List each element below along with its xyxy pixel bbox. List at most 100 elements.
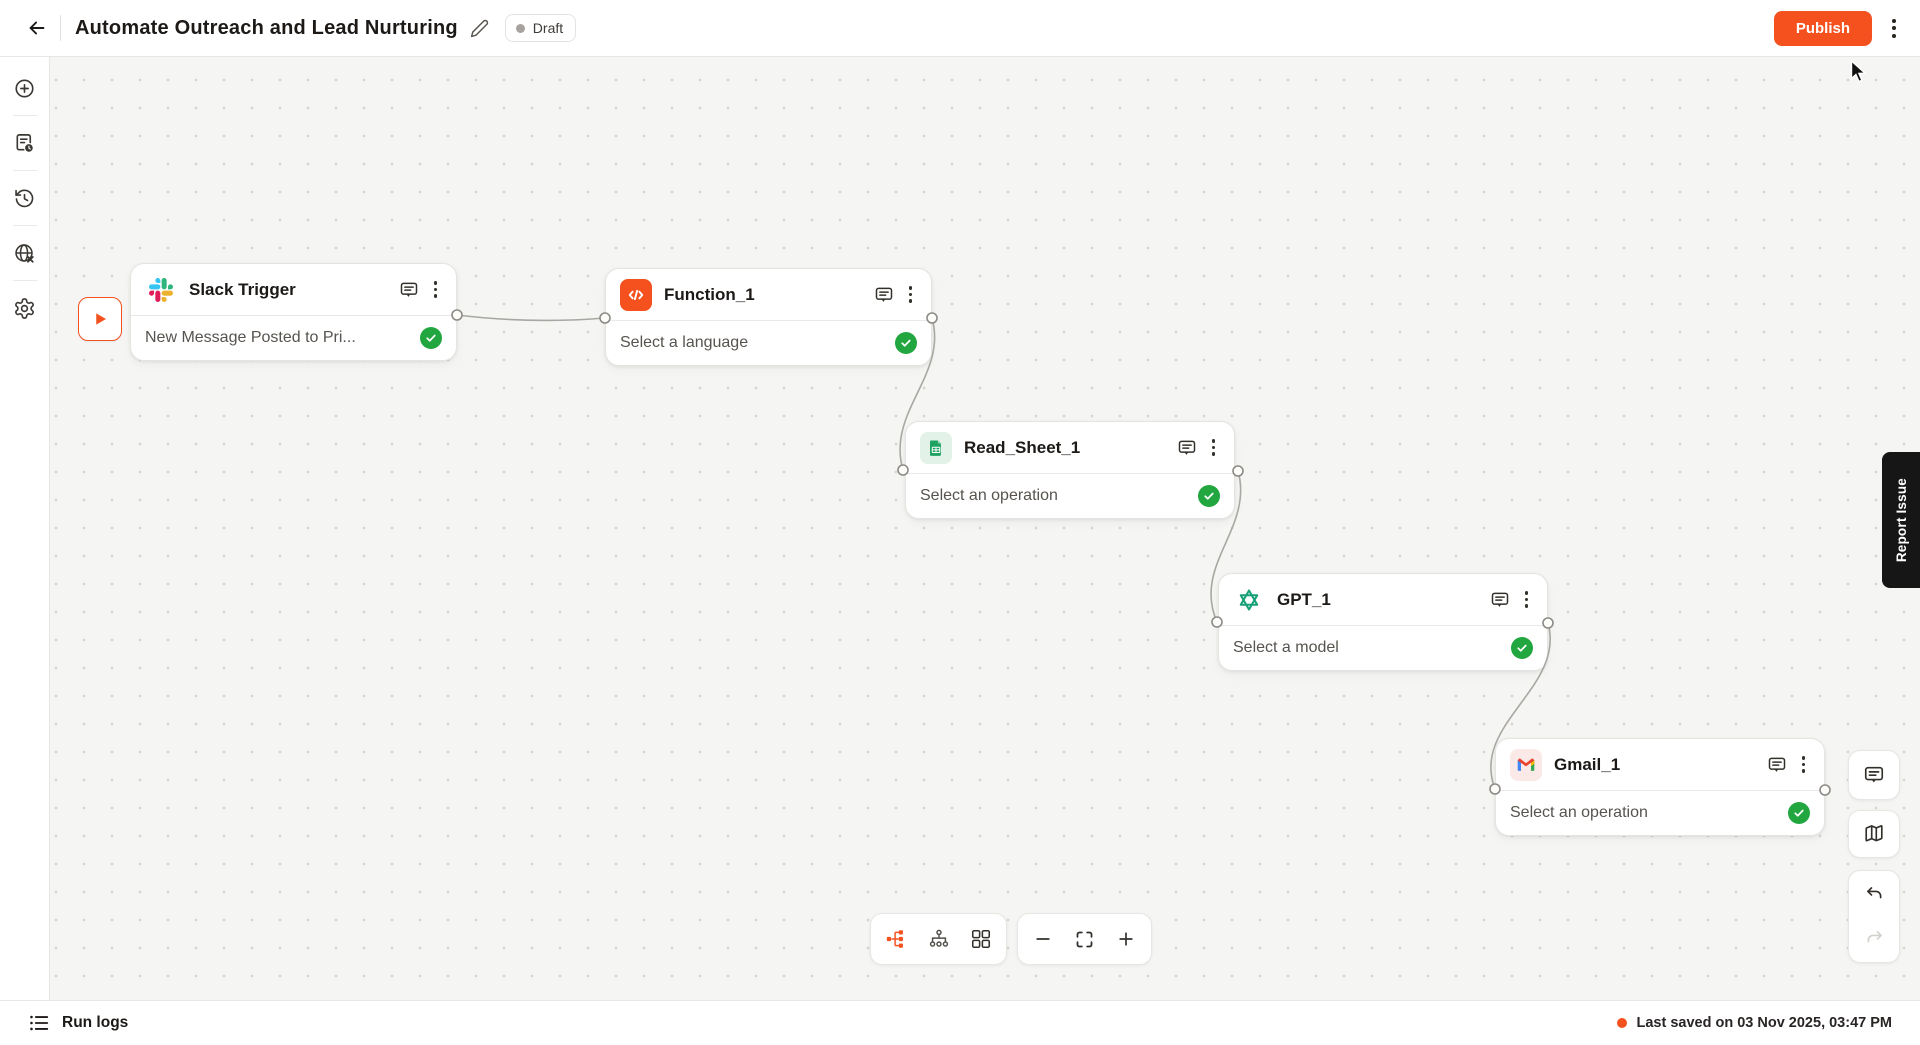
minimap-button[interactable] (1848, 810, 1900, 858)
node-gpt-1[interactable]: GPT_1 Select a model (1218, 573, 1548, 671)
node-slack-trigger[interactable]: Slack Trigger New Message Posted to Pri.… (130, 263, 457, 361)
divider (12, 280, 37, 281)
node-menu-button[interactable] (1520, 588, 1534, 611)
node-menu-button[interactable] (904, 283, 918, 306)
node-subtitle: Select an operation (920, 487, 1058, 504)
version-history-button[interactable] (5, 178, 45, 218)
comment-icon (1864, 766, 1884, 783)
bottom-bar: Run logs Last saved on 03 Nov 2025, 03:4… (0, 1000, 1920, 1045)
layout-tree-horizontal-button[interactable] (879, 922, 913, 956)
divider (12, 115, 37, 116)
webhook-button[interactable] (5, 233, 45, 273)
node-gmail-1[interactable]: Gmail_1 Select an operation (1495, 738, 1825, 836)
divider (12, 225, 37, 226)
code-function-icon (620, 278, 652, 311)
node-function-1[interactable]: Function_1 Select a language (605, 268, 932, 366)
list-icon (30, 1015, 49, 1031)
layout-grid-icon (971, 929, 990, 949)
node-menu-button[interactable] (429, 278, 443, 301)
publish-button[interactable]: Publish (1773, 10, 1872, 46)
pencil-icon (470, 19, 488, 37)
report-issue-button[interactable]: Report Issue (1882, 452, 1920, 588)
divider (906, 473, 1234, 474)
comment-button[interactable] (399, 280, 419, 300)
node-subtitle: New Message Posted to Pri... (145, 329, 356, 346)
scheduled-runs-button[interactable] (5, 123, 45, 163)
node-read-sheet-1[interactable]: Read_Sheet_1 Select an operation (905, 421, 1235, 519)
kebab-icon (1892, 18, 1896, 23)
node-title: Function_1 (664, 284, 755, 304)
comment-icon (400, 282, 417, 297)
divider (60, 15, 61, 41)
back-button[interactable] (20, 11, 54, 45)
layout-tree-vertical-icon (929, 929, 948, 947)
comment-icon (1491, 592, 1508, 607)
check-circle-icon (1511, 637, 1533, 659)
minus-icon (1036, 938, 1050, 940)
node-subtitle: Select a language (620, 334, 749, 351)
slack-icon (145, 274, 177, 306)
more-options-button[interactable] (1888, 15, 1900, 42)
document-clock-icon (16, 133, 34, 153)
comment-icon (875, 287, 892, 302)
run-workflow-button[interactable] (78, 297, 122, 341)
node-title: GPT_1 (1277, 589, 1331, 609)
node-menu-button[interactable] (1797, 753, 1811, 776)
left-toolbar (0, 57, 50, 1000)
edit-title-button[interactable] (470, 19, 489, 38)
zoom-in-button[interactable] (1109, 922, 1143, 956)
openai-icon (1233, 584, 1265, 616)
page-title: Automate Outreach and Lead Nurturing (75, 16, 458, 39)
history-icon (15, 189, 34, 207)
gmail-icon (1510, 748, 1542, 781)
unsaved-dot-icon (1616, 1018, 1627, 1028)
comment-button[interactable] (1177, 438, 1197, 458)
last-saved-status: Last saved on 03 Nov 2025, 03:47 PM (1616, 1015, 1892, 1031)
layout-tree-vertical-button[interactable] (922, 922, 956, 956)
undo-button[interactable] (1854, 875, 1894, 915)
fit-view-button[interactable] (1068, 922, 1102, 956)
fit-view-icon (1076, 931, 1093, 947)
status-dot (515, 23, 525, 33)
divider (12, 170, 37, 171)
layout-toolbar (870, 913, 1007, 965)
undo-redo-panel (1848, 870, 1900, 963)
report-issue-label: Report Issue (1893, 477, 1909, 563)
undo-icon (1866, 887, 1881, 899)
run-logs-label: Run logs (62, 1014, 129, 1031)
comment-button[interactable] (1490, 590, 1510, 610)
node-subtitle: Select a model (1233, 639, 1339, 656)
add-node-button[interactable] (5, 68, 45, 108)
arrow-left-icon (29, 21, 45, 35)
divider (131, 315, 456, 316)
globe-x-icon (15, 243, 34, 263)
layout-tree-horizontal-icon (887, 930, 904, 948)
comment-icon (1178, 440, 1195, 455)
run-logs-button[interactable]: Run logs (28, 1012, 128, 1034)
redo-button[interactable] (1854, 918, 1894, 958)
divider (606, 320, 931, 321)
comments-panel-button[interactable] (1848, 750, 1900, 800)
zoom-toolbar (1017, 913, 1152, 965)
check-circle-icon (895, 332, 917, 354)
settings-button[interactable] (5, 288, 45, 328)
divider (1496, 790, 1824, 791)
plus-circle-icon (15, 78, 34, 98)
comment-button[interactable] (874, 285, 894, 305)
google-sheets-icon (920, 431, 952, 464)
node-title: Slack Trigger (189, 279, 296, 299)
map-icon (1865, 825, 1883, 842)
node-title: Gmail_1 (1554, 754, 1621, 774)
zoom-out-button[interactable] (1026, 922, 1060, 956)
status-badge: Draft (504, 14, 577, 42)
check-circle-icon (420, 327, 442, 349)
node-menu-button[interactable] (1207, 436, 1221, 459)
layout-grid-button[interactable] (964, 922, 998, 956)
plus-icon (1119, 932, 1133, 946)
node-title: Read_Sheet_1 (964, 437, 1081, 457)
play-icon (96, 313, 106, 325)
comment-button[interactable] (1767, 755, 1787, 775)
comment-icon (1768, 757, 1785, 772)
check-circle-icon (1198, 485, 1220, 507)
